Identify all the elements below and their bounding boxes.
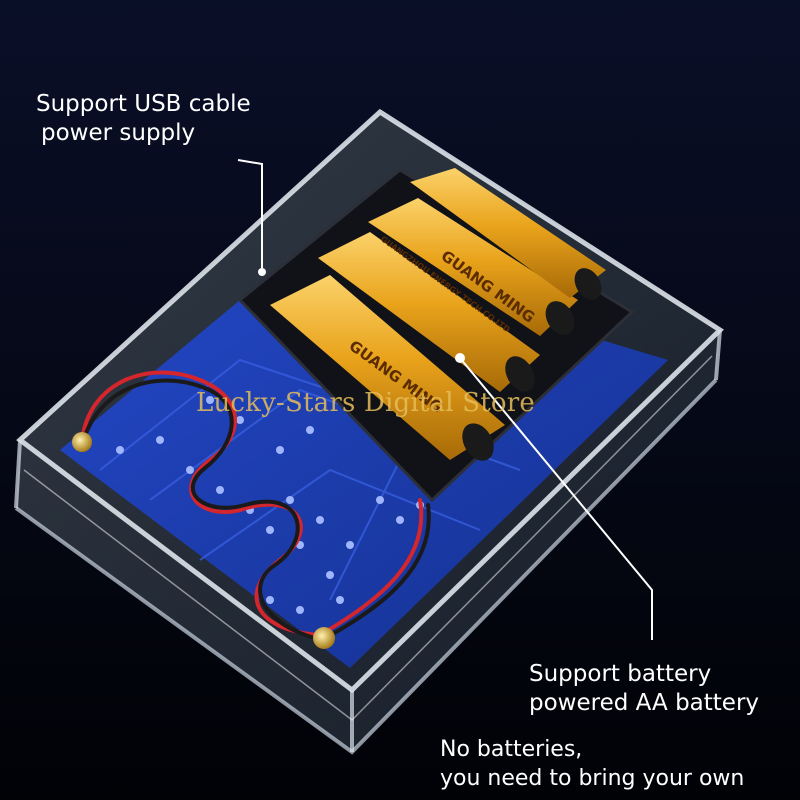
battery-aa-4	[410, 168, 606, 300]
no-batteries-line-2: you need to bring your own	[440, 766, 745, 791]
store-watermark: Lucky-Stars Digital Store	[196, 388, 535, 418]
usb-callout-line-1: Support USB cable	[36, 91, 251, 117]
battery-callout-line-2: powered AA battery	[529, 690, 760, 716]
usb-pointer-line	[237, 159, 263, 268]
no-batteries-note: No batteries, you need to bring your own	[440, 735, 744, 793]
battery-aa-3	[368, 198, 578, 336]
battery-pointer-line	[459, 357, 653, 640]
battery-pointer-dot	[455, 353, 465, 363]
battery-aa-1	[270, 275, 505, 461]
usb-pointer-dot	[258, 268, 266, 276]
power-wire	[80, 370, 431, 642]
battery-aa-2	[318, 232, 540, 392]
no-batteries-line-1: No batteries,	[440, 737, 583, 762]
usb-callout-line-2: power supply	[41, 120, 196, 146]
screw-bottom	[313, 627, 335, 649]
battery-power-callout: Support battery powered AA battery	[529, 660, 759, 718]
usb-power-callout: Support USB cable power supply	[36, 90, 251, 148]
battery-callout-line-1: Support battery	[529, 661, 712, 687]
screw-left	[72, 432, 92, 452]
callout-pointers	[237, 159, 653, 640]
